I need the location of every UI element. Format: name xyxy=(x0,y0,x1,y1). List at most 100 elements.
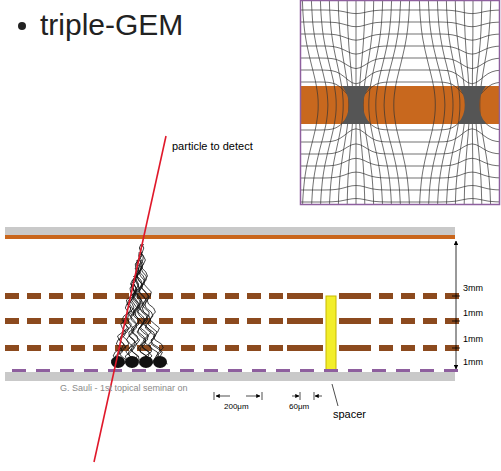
foil-segment xyxy=(269,345,283,351)
pad xyxy=(204,369,218,372)
foil-segment xyxy=(339,293,371,299)
equipotential-line xyxy=(301,199,499,203)
foil-segment xyxy=(225,318,239,324)
foil-segment xyxy=(225,293,239,299)
spacer xyxy=(326,296,336,372)
pad xyxy=(60,369,74,372)
field-line xyxy=(302,1,318,204)
pad xyxy=(444,369,458,372)
dimension-label: 3mm xyxy=(463,284,483,294)
foil-segment xyxy=(247,293,261,299)
foil-segment xyxy=(71,345,85,351)
dimension-label: 60μm xyxy=(289,403,309,412)
foil-segment xyxy=(49,293,63,299)
foil-segment xyxy=(269,318,283,324)
foil-segment xyxy=(49,345,63,351)
slide-title: triple-GEM xyxy=(40,8,183,41)
foil-segment xyxy=(445,345,459,351)
dimension-label: 1mm xyxy=(463,335,483,345)
electron-path xyxy=(133,284,163,364)
equipotential-line xyxy=(301,34,499,40)
drift-cathode xyxy=(5,227,455,236)
foil-segment xyxy=(5,345,19,351)
foil-segment xyxy=(181,345,195,351)
foil-segment xyxy=(159,318,173,324)
pad xyxy=(84,369,98,372)
pad xyxy=(276,369,290,372)
gem-foils xyxy=(5,293,459,351)
readout-pads xyxy=(12,369,458,372)
pad xyxy=(156,369,170,372)
equipotential-line xyxy=(301,10,499,14)
foil-segment xyxy=(423,345,437,351)
foil-segment xyxy=(203,293,217,299)
foil-segment xyxy=(203,318,217,324)
equipotential-line xyxy=(301,58,499,69)
avalanche-cloud xyxy=(139,356,153,368)
foil-segment xyxy=(269,293,283,299)
foil-segment xyxy=(115,293,129,299)
foil-segment xyxy=(379,293,393,299)
equipotential-line xyxy=(301,129,499,142)
foil-segment xyxy=(225,345,239,351)
foil-segment xyxy=(287,318,323,324)
pad xyxy=(12,369,26,372)
foil-segment xyxy=(401,318,415,324)
pad xyxy=(180,369,194,372)
foil-segment xyxy=(445,293,459,299)
dimension-label: 1mm xyxy=(463,358,483,368)
equipotential-line xyxy=(301,172,499,178)
pad xyxy=(420,369,434,372)
readout-anode xyxy=(5,372,455,381)
field-line xyxy=(311,1,328,204)
dimension-ticks xyxy=(452,296,460,348)
foil-segment xyxy=(247,318,261,324)
pad xyxy=(36,369,50,372)
pad xyxy=(324,369,338,372)
dimension-label: 1mm xyxy=(463,309,483,319)
bullet xyxy=(18,22,26,30)
field-line xyxy=(428,1,445,204)
gem-hole xyxy=(342,86,370,124)
foil-segment xyxy=(27,293,41,299)
avalanche-cloud xyxy=(125,356,139,368)
foil-segment xyxy=(247,345,261,351)
equipotential-line xyxy=(301,158,499,166)
pad xyxy=(252,369,266,372)
field-line xyxy=(419,1,435,204)
inset-border xyxy=(301,1,500,205)
electron-path xyxy=(136,268,159,364)
part-label: spacer xyxy=(333,408,366,420)
foil-segment xyxy=(93,293,107,299)
pitch-dimension xyxy=(214,392,262,400)
foil-segment xyxy=(71,293,85,299)
field-line xyxy=(437,1,453,204)
foil-segment xyxy=(27,318,41,324)
dimension-label: 200μm xyxy=(224,403,249,412)
electron-path xyxy=(133,284,150,364)
field-line xyxy=(384,1,401,204)
foil-segment xyxy=(71,318,85,324)
cathode-electrode xyxy=(5,235,455,239)
track-label: particle to detect xyxy=(172,140,253,152)
foil-segment xyxy=(287,345,323,351)
pad xyxy=(132,369,146,372)
foil-segment xyxy=(379,345,393,351)
foil-segment xyxy=(423,293,437,299)
avalanche-cloud xyxy=(111,356,125,368)
field-line xyxy=(394,1,410,204)
foil-segment xyxy=(93,318,107,324)
pad xyxy=(348,369,362,372)
pad xyxy=(228,369,242,372)
foil-segment xyxy=(339,345,371,351)
equipotential-line xyxy=(301,144,499,154)
field-line xyxy=(320,1,336,204)
foil-segment xyxy=(181,293,195,299)
field-line xyxy=(376,1,392,204)
pad xyxy=(372,369,386,372)
foil-segment xyxy=(5,318,19,324)
equipotential-line xyxy=(301,186,499,191)
field-line xyxy=(446,1,460,204)
foil-segment xyxy=(379,318,393,324)
